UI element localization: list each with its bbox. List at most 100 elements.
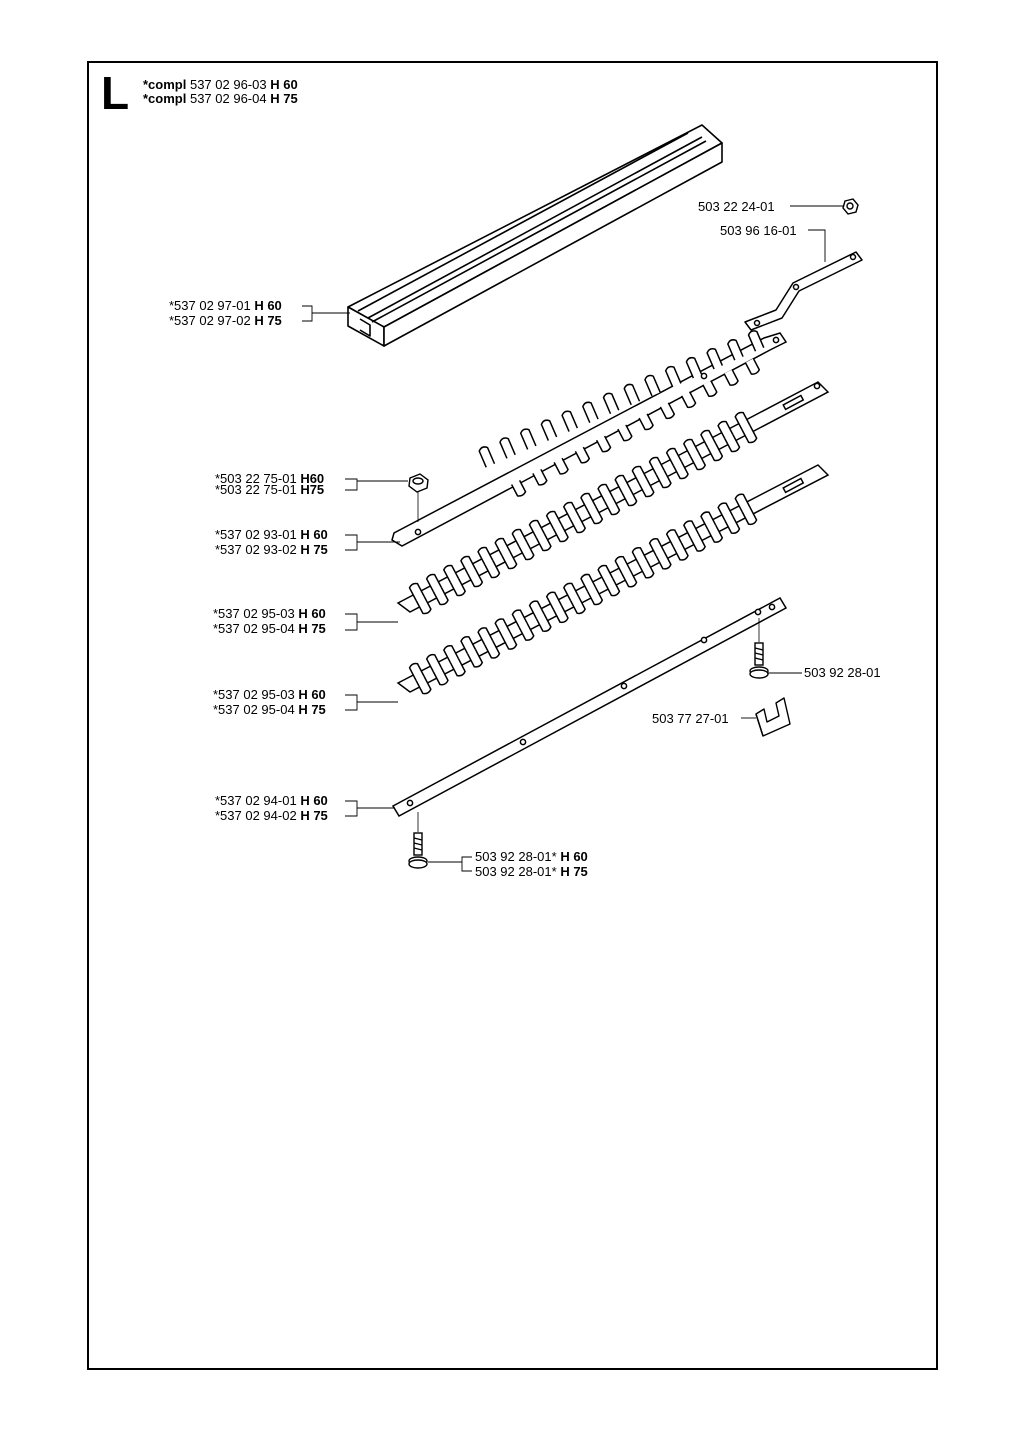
blade-tooth — [683, 438, 700, 457]
blade-tooth — [614, 474, 631, 493]
label-bottom-bolt-h75: 503 92 28-01* H 75 — [475, 864, 588, 879]
blade-tooth — [700, 511, 717, 530]
label-bottom-bar-h60: *537 02 94-01 H 60 — [215, 793, 328, 808]
label-nut-h60: *503 22 75-01 H60 — [215, 471, 325, 486]
blade-tooth — [702, 380, 718, 397]
blade-tooth — [425, 653, 442, 673]
blade-tooth — [672, 461, 689, 480]
blade-tooth — [604, 578, 621, 597]
blade-tooth — [655, 470, 672, 489]
right-bolt — [749, 618, 769, 679]
blade-tooth — [553, 457, 569, 475]
blade-tooth — [644, 374, 661, 397]
assembly-header-line-2: *compl 537 02 96-04 H 75 — [143, 92, 298, 106]
header-part-number: 537 02 96-03 — [189, 77, 267, 92]
blade-tooth — [408, 582, 425, 601]
label-clip: 503 77 27-01 — [652, 711, 729, 726]
header-prefix: *compl — [143, 91, 187, 106]
blade-tooth — [621, 569, 638, 588]
blade-tooth — [717, 502, 734, 521]
blade-tooth — [535, 533, 552, 552]
label-blade-1-h75: *537 02 95-04 H 75 — [213, 621, 326, 636]
blade-1-teeth — [408, 411, 758, 615]
blade-tooth — [683, 520, 700, 539]
blade-tooth — [741, 506, 758, 526]
label-guide-rail-h75: *537 02 97-02 H 75 — [169, 313, 282, 328]
blade-tooth — [595, 435, 612, 453]
label-right-bolt: 503 92 28-01 — [804, 665, 881, 680]
blade-tooth — [563, 582, 580, 601]
blade-tooth — [586, 587, 604, 606]
blade-tooth — [631, 465, 648, 484]
blade-tooth — [460, 636, 477, 655]
leader-lines — [302, 205, 843, 872]
blade-tooth — [689, 533, 706, 552]
blade-tooth — [638, 479, 655, 498]
label-blade-2-h75: *537 02 95-04 H 75 — [213, 702, 326, 717]
blade-tooth — [552, 524, 569, 543]
blade-tooth — [638, 560, 655, 579]
blade-tooth — [727, 339, 744, 361]
page-frame — [87, 61, 938, 1370]
blade-tooth — [415, 596, 432, 615]
header-model: H 60 — [270, 77, 298, 92]
blade-tooth — [484, 640, 501, 659]
blade-tooth — [638, 413, 654, 431]
blade-tooth — [680, 391, 697, 409]
blade-tooth — [655, 551, 672, 570]
blade-tooth — [449, 658, 466, 677]
blade-tooth — [562, 501, 580, 520]
blade-tooth — [466, 649, 484, 668]
blade-tooth — [724, 515, 741, 534]
blade-tooth — [707, 443, 724, 462]
blade-tooth — [665, 529, 683, 548]
label-blade-1-h60: *537 02 95-03 H 60 — [213, 606, 326, 621]
blade-tooth — [621, 488, 638, 507]
bottom-bolt — [408, 812, 428, 869]
blade-tooth — [580, 573, 597, 592]
blade-tooth — [672, 542, 689, 561]
blade-tooth — [569, 595, 586, 615]
blade-tooth — [501, 551, 518, 570]
blade-tooth — [432, 587, 449, 606]
label-blade-2-h60: *537 02 95-03 H 60 — [213, 687, 326, 702]
bottom-support-bar — [391, 597, 788, 817]
blade-tooth — [494, 537, 511, 556]
blade-tooth — [478, 446, 496, 468]
blade-tooth — [574, 446, 591, 464]
blade-tooth — [425, 573, 442, 592]
section-letter: L — [101, 67, 130, 119]
blade-tooth — [689, 452, 707, 471]
label-guide-rail-h60: *537 02 97-01 H 60 — [169, 298, 282, 313]
blade-tooth — [528, 519, 545, 538]
blade-tooth — [734, 493, 751, 512]
blade-tooth — [700, 429, 717, 448]
blade-tooth — [747, 330, 765, 352]
blade-tooth — [664, 365, 682, 388]
header-part-number: 537 02 96-04 — [189, 91, 267, 106]
blade-tooth — [552, 604, 569, 624]
label-top-plate-h75: *537 02 93-02 H 75 — [215, 542, 328, 557]
label-bottom-bolt-h60: 503 92 28-01* H 60 — [475, 849, 588, 864]
blade-tooth — [510, 480, 527, 497]
clip — [755, 697, 791, 737]
header-prefix: *compl — [143, 77, 187, 92]
blade-tooth — [617, 424, 633, 442]
blade-tooth — [648, 538, 665, 557]
blade-tooth — [499, 437, 516, 459]
blade-tooth — [528, 600, 545, 619]
blade-tooth — [477, 627, 494, 646]
blade-tooth — [477, 546, 494, 565]
blade-tooth — [518, 622, 535, 641]
blade-tooth — [741, 425, 758, 444]
label-nut-h75: *503 22 75-01 H75 — [215, 482, 325, 497]
blade-tooth — [561, 410, 579, 432]
blade-tooth — [511, 609, 528, 628]
label-bottom-bar-h75: *537 02 94-02 H 75 — [215, 808, 328, 823]
blade-tooth — [723, 369, 739, 386]
blade-tooth — [580, 492, 597, 511]
blade-tooth — [511, 528, 528, 547]
blade-2-teeth — [408, 493, 758, 695]
blade-tooth — [665, 447, 683, 466]
blade-tooth — [597, 564, 614, 583]
